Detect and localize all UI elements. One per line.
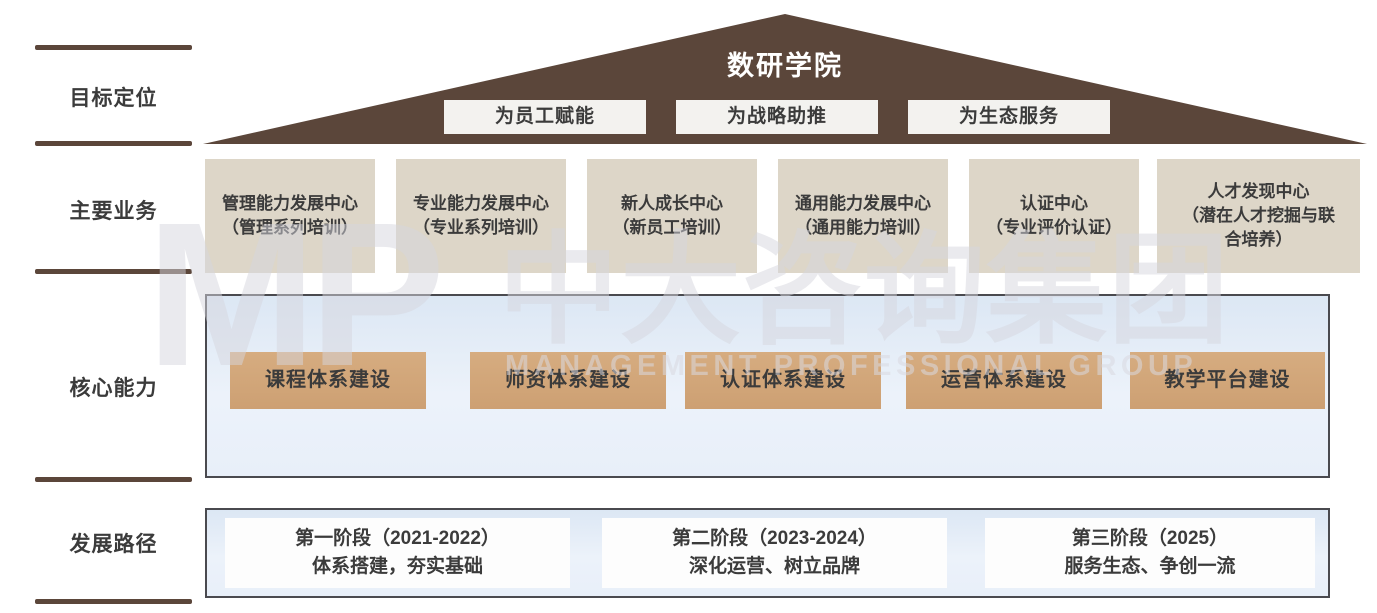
row-label-core-capability: 核心能力 [69,377,158,400]
capability-certification-system: 认证体系建设 [685,352,881,409]
business-center-sub: （新员工培训） [612,218,732,237]
capability-operation-system: 运营体系建设 [906,352,1102,409]
stage-desc: 服务生态、争创一流 [1064,556,1236,577]
row-label-main-business: 主要业务 [69,200,158,223]
business-center-name: 管理能力发展中心 [222,194,358,214]
stage-title: 第二阶段（2023-2024） [672,527,877,549]
stage-1-box: 第一阶段（2021-2022） 体系搭建，夯实基础 [225,518,570,588]
rail-divider-2 [35,141,192,146]
business-center-name: 专业能力发展中心 [413,194,549,214]
capability-teacher-system: 师资体系建设 [470,352,666,409]
row-label-development-path: 发展路径 [69,533,158,556]
goal-box-boost-strategy: 为战略助推 [676,100,878,134]
business-center-sub: （通用能力培训） [795,218,931,237]
row-label-target-positioning: 目标定位 [69,87,158,110]
business-center-general: 通用能力发展中心 （通用能力培训） [778,159,948,273]
rail-divider-1 [35,45,192,50]
academy-title: 数研学院 [727,51,843,81]
business-center-certification: 认证中心 （专业评价认证） [969,159,1139,273]
stage-title: 第三阶段（2025） [1071,527,1229,549]
business-center-name: 人才发现中心 [1207,182,1310,202]
business-center-professional: 专业能力发展中心 （专业系列培训） [396,159,566,273]
capability-teaching-platform: 教学平台建设 [1130,352,1325,409]
stage-desc: 深化运营、树立品牌 [688,556,860,577]
business-center-name: 新人成长中心 [621,194,723,214]
goal-box-empower-employees: 为员工赋能 [444,100,646,134]
stage-3-box: 第三阶段（2025） 服务生态、争创一流 [985,518,1315,588]
business-center-sub: （专业系列培训） [413,218,549,237]
rail-divider-3 [35,269,192,274]
stage-title: 第一阶段（2021-2022） [295,527,500,549]
stage-desc: 体系搭建，夯实基础 [311,556,483,577]
business-center-management: 管理能力发展中心 （管理系列培训） [205,159,375,273]
rail-divider-5 [35,599,192,604]
capability-curriculum-system: 课程体系建设 [230,352,426,409]
rail-divider-4 [35,477,192,482]
business-center-newcomer: 新人成长中心 （新员工培训） [587,159,757,273]
business-center-name: 认证中心 [1020,194,1088,214]
business-center-name: 通用能力发展中心 [795,194,931,214]
goal-box-serve-ecosystem: 为生态服务 [908,100,1110,134]
business-center-talent-discovery: 人才发现中心 （潜在人才挖掘与联合培养） [1157,159,1360,273]
business-center-sub: （潜在人才挖掘与联合培养） [1182,206,1335,249]
stage-2-box: 第二阶段（2023-2024） 深化运营、树立品牌 [602,518,947,588]
business-center-sub: （管理系列培训） [222,218,358,237]
business-center-sub: （专业评价认证） [986,218,1122,237]
